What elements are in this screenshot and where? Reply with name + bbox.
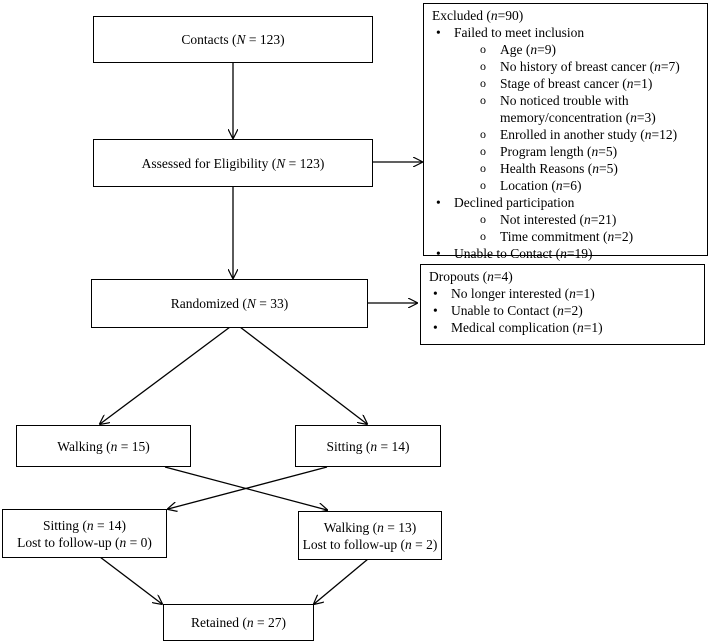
list-item: Age (n=9): [432, 41, 701, 58]
node-walking-first: Walking (n = 15): [16, 425, 191, 467]
list-item: Unable to Contact (n=2): [429, 302, 698, 319]
node-walking-second: Walking (n = 13) Lost to follow-up (n = …: [298, 511, 442, 560]
list-item: Medical complication (n=1): [429, 319, 698, 336]
arrow-randomized-to-sitting: [239, 326, 367, 424]
list-item: No longer interested (n=1): [429, 285, 698, 302]
arrow-walking2-to-retained: [314, 558, 369, 604]
list-item: Health Reasons (n=5): [432, 160, 701, 177]
list-item: Stage of breast cancer (n=1): [432, 75, 701, 92]
dropouts-title: Dropouts (n=4): [429, 269, 513, 284]
list-item: Location (n=6): [432, 177, 701, 194]
node-contacts: Contacts (N = 123): [93, 16, 373, 63]
excluded-list: Failed to meet inclusion Age (n=9) No hi…: [432, 24, 701, 262]
list-item: No noticed trouble with memory/concentra…: [432, 92, 701, 126]
excluded-group-failed-inclusion: Failed to meet inclusion: [432, 24, 701, 41]
list-item: Program length (n=5): [432, 143, 701, 160]
arrow-sitting2-to-retained: [99, 556, 162, 604]
excluded-group-declined: Declined participation: [432, 194, 701, 211]
list-item: Not interested (n=21): [432, 211, 701, 228]
node-randomized: Randomized (N = 33): [91, 279, 368, 328]
dropouts-box: Dropouts (n=4) No longer interested (n=1…: [420, 264, 705, 345]
node-sitting-first: Sitting (n = 14): [295, 425, 441, 467]
node-assessed-for-eligibility: Assessed for Eligibility (N = 123): [93, 139, 373, 187]
node-retained: Retained (n = 27): [163, 604, 314, 641]
excluded-box: Excluded (n=90) Failed to meet inclusion…: [423, 3, 708, 262]
dropouts-list: No longer interested (n=1) Unable to Con…: [429, 285, 698, 336]
list-item: No history of breast cancer (n=7): [432, 58, 701, 75]
arrow-sitting-to-sitting2: [168, 466, 328, 509]
excluded-title: Excluded (n=90): [432, 8, 524, 23]
node-sitting-second: Sitting (n = 14) Lost to follow-up (n = …: [2, 509, 167, 558]
list-item: Time commitment (n=2): [432, 228, 701, 245]
list-item: Enrolled in another study (n=12): [432, 126, 701, 143]
excluded-group-unable-contact: Unable to Contact (n=19): [432, 245, 701, 262]
arrow-randomized-to-walking: [100, 326, 231, 424]
